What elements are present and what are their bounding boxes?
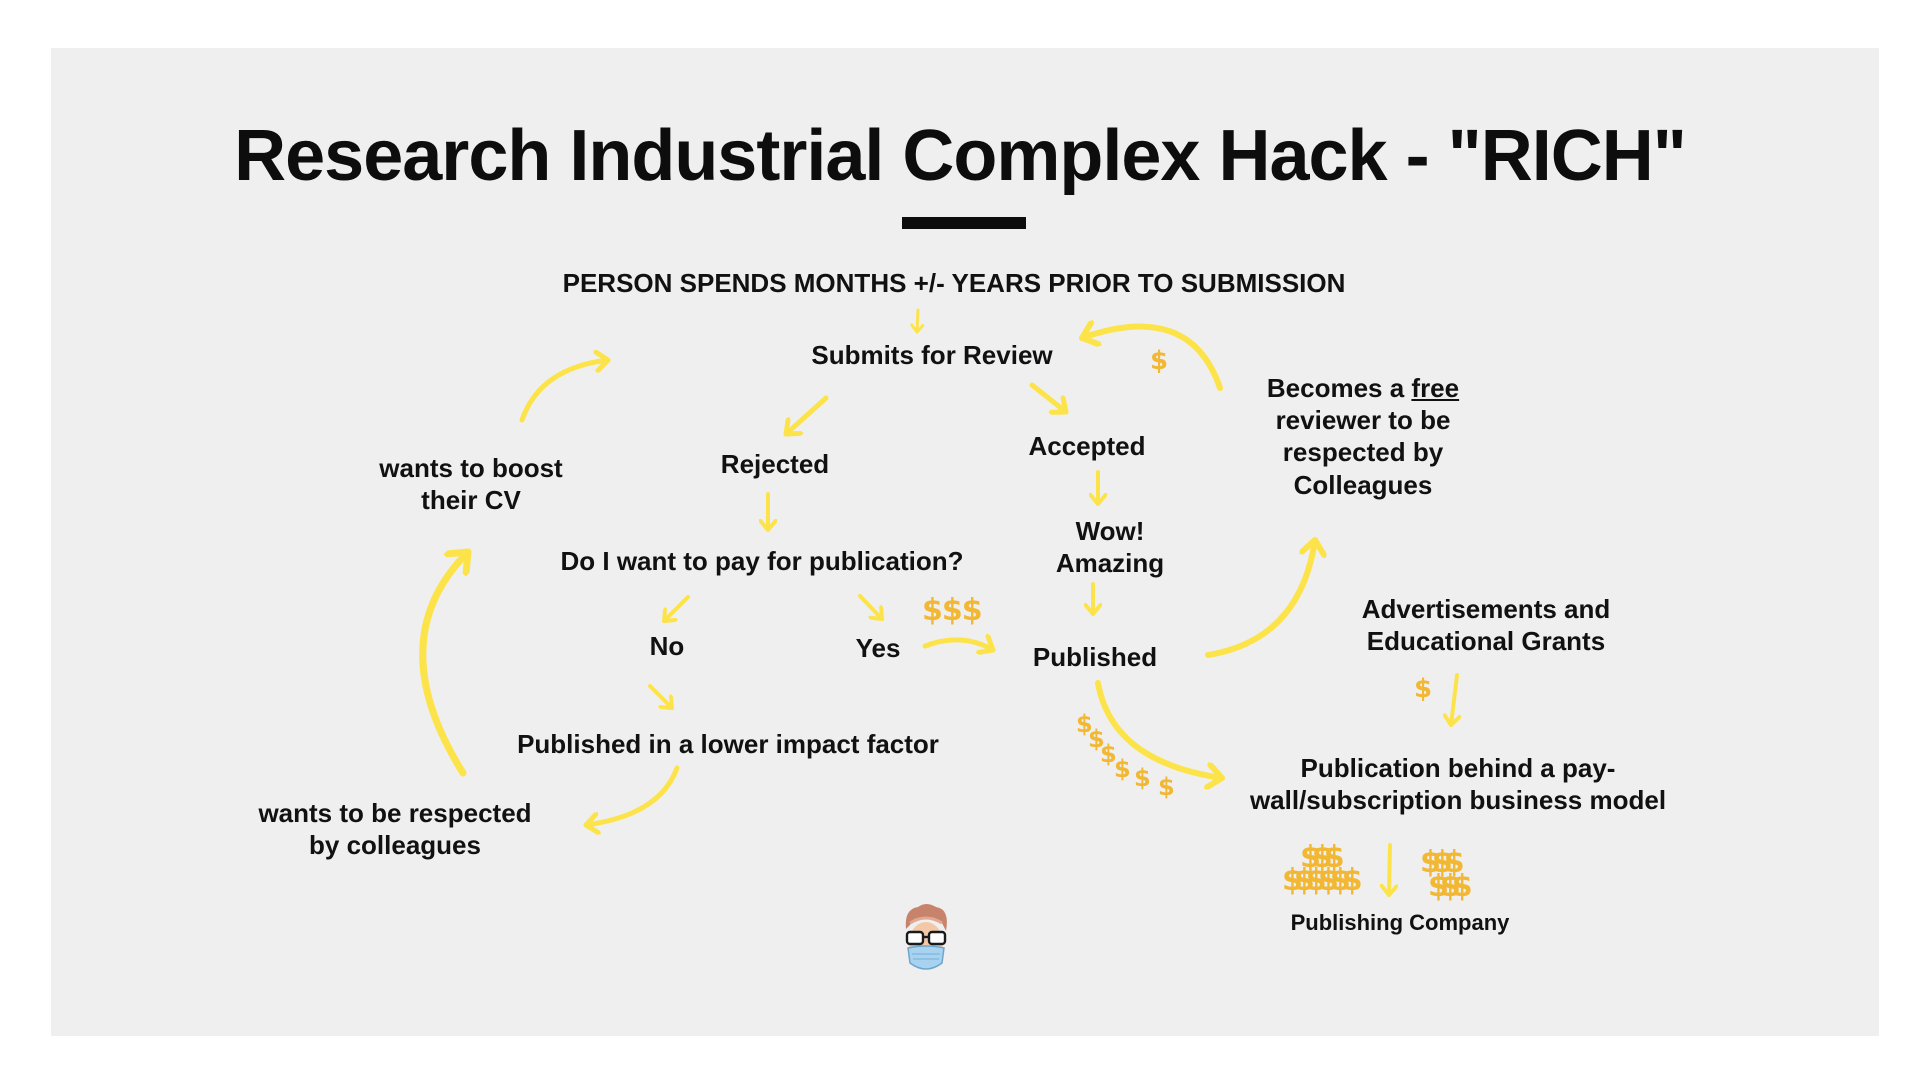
arrow-question-to-no bbox=[662, 595, 690, 623]
node-paywall: Publication behind a pay- wall/subscript… bbox=[1228, 752, 1688, 816]
wow-line-1: Wow! bbox=[1075, 516, 1145, 546]
respected-line-1: wants to be respected bbox=[258, 798, 532, 828]
title-underline-rule bbox=[902, 217, 1026, 229]
ads-line-1: Advertisements and bbox=[1361, 594, 1611, 624]
paywall-line-1: Publication behind a pay- bbox=[1300, 753, 1616, 783]
node-yes: Yes bbox=[855, 633, 901, 663]
masked-avatar-icon bbox=[905, 904, 947, 970]
arrow-yes-to-published bbox=[922, 640, 996, 650]
paywall-line-2: wall/subscription business model bbox=[1249, 785, 1667, 816]
node-rejected: Rejected bbox=[720, 449, 830, 479]
dollar-signs-yes: $$$ bbox=[922, 593, 983, 628]
reviewer-line-1-text: Becomes a bbox=[1266, 373, 1412, 403]
node-respected-by-colleagues: wants to be respected by colleagues bbox=[235, 797, 555, 861]
dollar-sign-reviewer: $ bbox=[1150, 346, 1169, 376]
page-title: Research Industrial Complex Hack - "RICH… bbox=[234, 116, 1687, 196]
reviewer-line-4: Colleagues bbox=[1293, 469, 1433, 500]
reviewer-free-word: free bbox=[1411, 373, 1460, 403]
arrow-lower-impact-to-respected bbox=[583, 765, 680, 825]
arrow-boost-to-submit bbox=[519, 360, 611, 423]
dollar-sign-cascade: $ bbox=[1158, 773, 1175, 801]
node-person-spends: PERSON SPENDS MONTHS +/- YEARS PRIOR TO … bbox=[562, 268, 1346, 298]
node-no: No bbox=[649, 631, 685, 661]
reviewer-line-1: Becomes a free bbox=[1238, 372, 1488, 404]
node-publishing-company: Publishing Company bbox=[1290, 910, 1510, 935]
dollar-sign-ads: $ bbox=[1414, 674, 1433, 704]
arrow-submit-to-rejected bbox=[783, 395, 829, 437]
dollar-sign-cascade: $ bbox=[1088, 725, 1105, 753]
arrow-person-to-submit bbox=[917, 308, 918, 334]
dollar-pile-left: $$$ bbox=[1282, 863, 1327, 898]
dollar-sign-cascade: $ bbox=[1100, 740, 1117, 768]
arrow-ads-to-paywall bbox=[1451, 673, 1457, 727]
dollar-sign-cascade: $ bbox=[1134, 764, 1151, 792]
dollar-pile-right: $$$ bbox=[1428, 869, 1473, 904]
node-submits-for-review: Submits for Review bbox=[811, 340, 1053, 370]
dollar-sign-cascade: $ bbox=[1076, 710, 1093, 738]
diagram-canvas bbox=[51, 48, 1879, 1036]
arrow-respected-to-boost bbox=[419, 548, 472, 777]
arrow-question-to-yes bbox=[858, 594, 884, 621]
node-boost-cv: wants to boost their CV bbox=[366, 452, 576, 516]
node-published: Published bbox=[1032, 642, 1158, 672]
reviewer-line-2: reviewer to be bbox=[1275, 405, 1451, 436]
node-lower-impact: Published in a lower impact factor bbox=[517, 729, 939, 759]
dollar-pile-left: $$$ bbox=[1318, 863, 1363, 898]
arrow-reviewer-to-submit bbox=[1079, 327, 1223, 391]
wow-line-2: Amazing bbox=[1055, 548, 1165, 579]
arrow-published-to-reviewer bbox=[1205, 537, 1315, 658]
dollar-sign-cascade: $ bbox=[1114, 755, 1131, 783]
node-free-reviewer: Becomes a free reviewer to be respected … bbox=[1238, 372, 1488, 501]
ads-line-2: Educational Grants bbox=[1366, 626, 1606, 657]
arrow-published-to-paywall bbox=[1095, 680, 1225, 778]
node-ads-grants: Advertisements and Educational Grants bbox=[1336, 593, 1636, 657]
arrow-no-to-lower-impact bbox=[648, 684, 674, 710]
node-pay-question: Do I want to pay for publication? bbox=[560, 546, 964, 576]
node-wow-amazing: Wow! Amazing bbox=[1040, 515, 1180, 579]
respected-line-2: by colleagues bbox=[309, 830, 481, 861]
boost-line-1: wants to boost bbox=[379, 453, 563, 483]
node-accepted: Accepted bbox=[1028, 431, 1146, 461]
reviewer-line-3: respected by bbox=[1282, 437, 1444, 468]
arrow-submit-to-accepted bbox=[1029, 382, 1069, 412]
arrow-paywall-to-publisher bbox=[1389, 843, 1390, 897]
boost-line-2: their CV bbox=[421, 485, 521, 516]
